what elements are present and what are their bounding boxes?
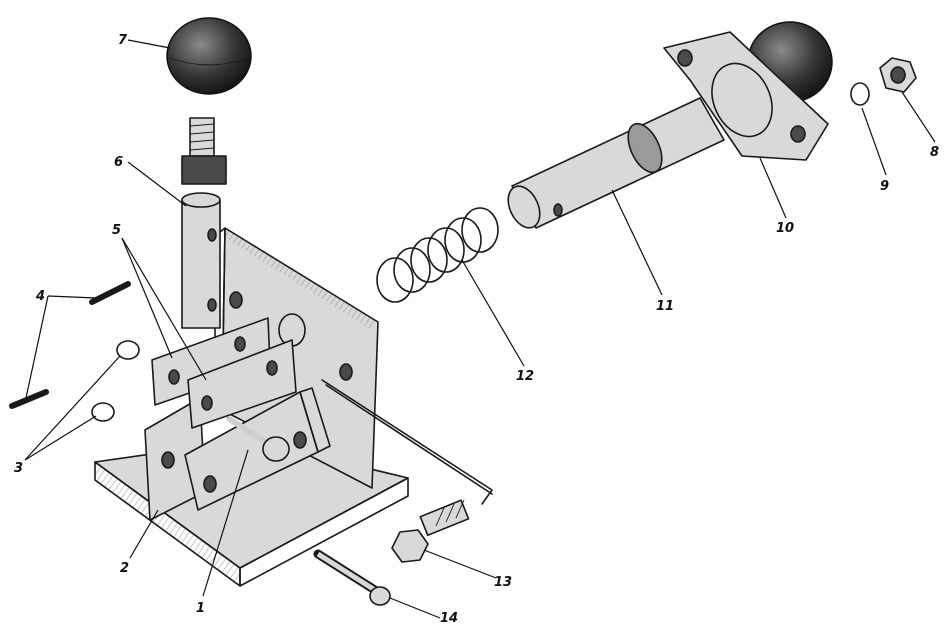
leader-lines [24,39,936,619]
small-screws [9,281,131,409]
callout-4: 4 [35,289,45,304]
pivot-bolt [226,415,290,462]
hex-nut [879,57,917,93]
callout-11: 11 [656,299,674,314]
hex-bolt [391,499,470,563]
lower-brackets [144,387,331,521]
stud-and-nut [181,117,227,185]
callout-2: 2 [120,561,129,576]
callout-6: 6 [114,155,123,170]
callout-1: 1 [196,601,205,616]
lock-washer [850,82,870,106]
washers [91,340,140,422]
flange-housing [663,21,833,161]
callout-5: 5 [112,223,121,238]
callout-10: 10 [776,221,794,236]
callout-8: 8 [930,145,939,160]
callout-14: 14 [440,611,458,626]
main-shaft [507,97,725,229]
ball-knob [166,17,252,95]
callout-numbers: 1 2 3 4 5 6 7 8 9 10 11 12 13 14 [14,33,939,626]
callout-12: 12 [516,369,534,384]
upright-shaft [181,192,221,329]
callout-7: 7 [118,33,128,48]
long-bolt [313,549,391,606]
guide-plates [151,317,297,429]
callout-13: 13 [494,575,512,590]
coil-spring [376,207,499,303]
wire-rod [321,379,493,505]
callout-9: 9 [880,179,889,194]
callout-3: 3 [14,461,23,476]
